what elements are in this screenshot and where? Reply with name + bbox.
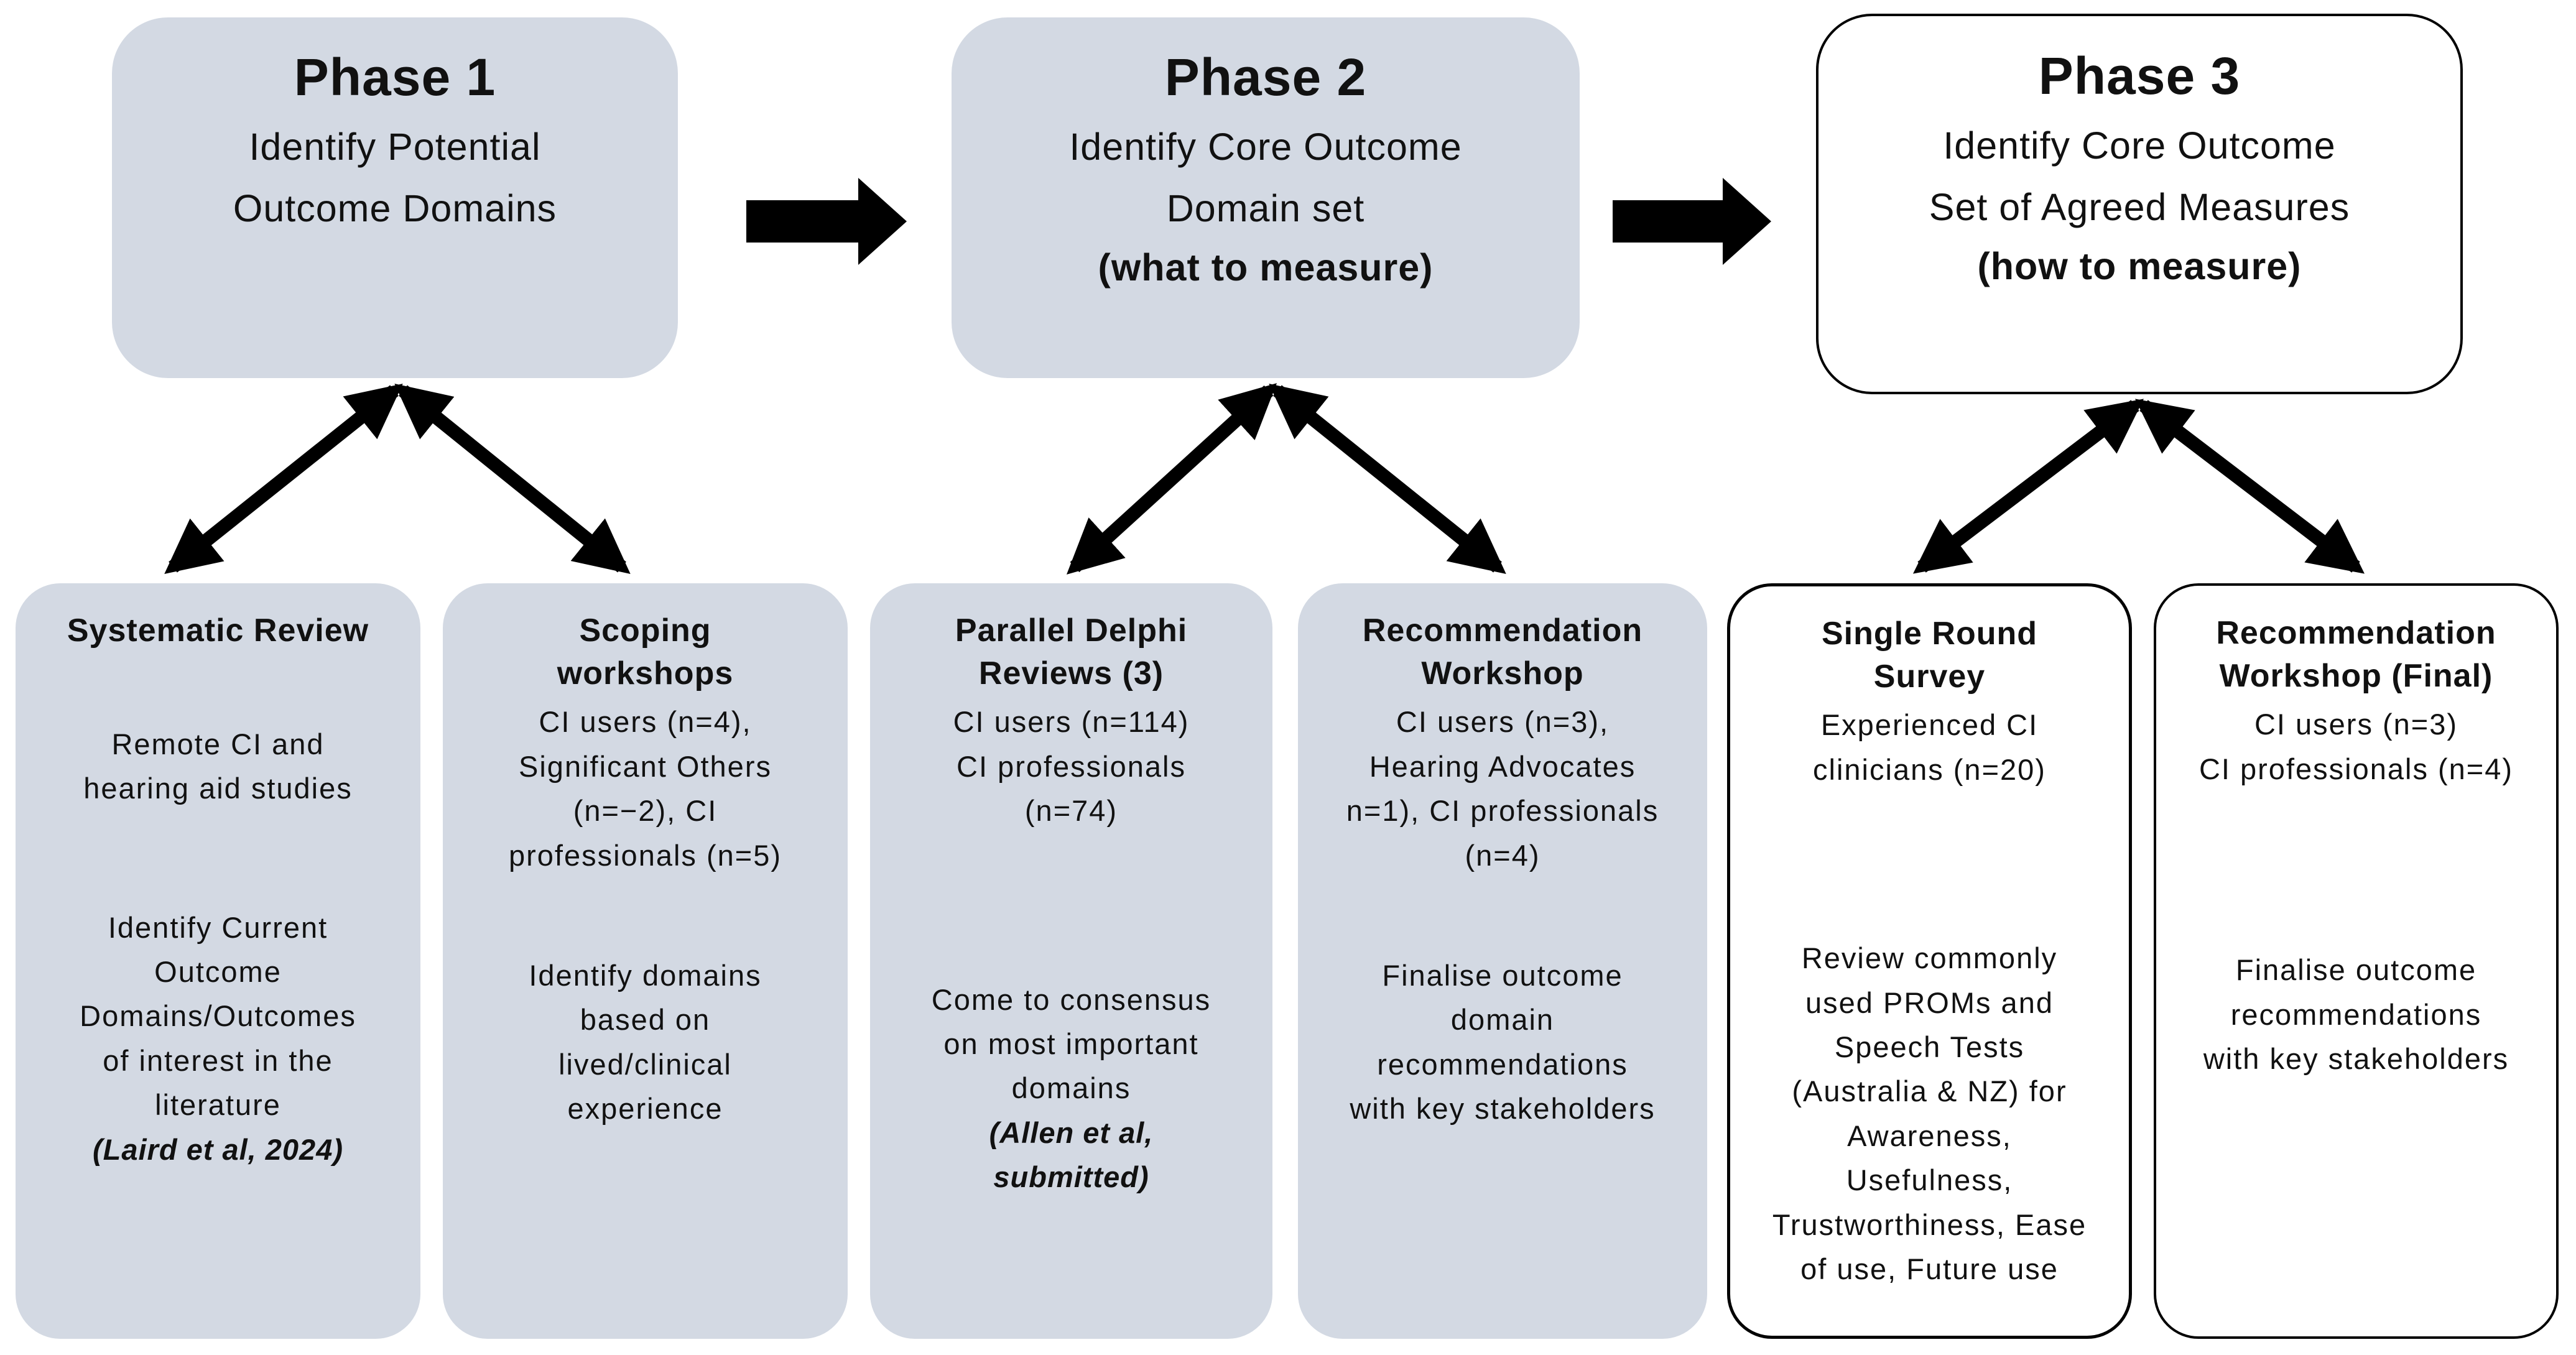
activity-single-round-survey: Single Round Survey Experienced CI clini… (1727, 583, 2132, 1339)
activity-citation: (Laird et al, 2024) (93, 1132, 343, 1166)
phase-3-subtitle: Identify Core Outcome Set of Agreed Meas… (1929, 124, 2350, 228)
phase-3-box: Phase 3 Identify Core Outcome Set of Agr… (1816, 14, 2463, 394)
phase-3-title: Phase 3 (2038, 47, 2241, 105)
phase-2-subtitle: Identify Core Outcome Domain set (1069, 126, 1462, 229)
activity-description: Finalise outcome domain recommendations … (1350, 959, 1656, 1126)
activity-participants: Remote CI and hearing aid studies (83, 727, 353, 805)
double-arrow-icon (1912, 399, 2144, 574)
activity-participants: CI users (n=114) CI professionals (n=74) (953, 705, 1190, 828)
phase-3-note: (how to measure) (1977, 244, 2302, 287)
activity-participants: Experienced CI clinicians (n=20) (1813, 708, 2046, 786)
double-arrow-icon (394, 383, 631, 575)
right-arrow-icon (746, 178, 907, 265)
activity-participants: CI users (n=4), Significant Others (n=−2… (508, 705, 782, 872)
activity-citation: (Allen et al, submitted) (989, 1116, 1154, 1194)
phase-2-title: Phase 2 (1164, 48, 1367, 106)
activity-description: Come to consensus on most important doma… (931, 983, 1212, 1105)
activity-participants: CI users (n=3), Hearing Advocates n=1), … (1346, 705, 1659, 872)
activity-systematic-review: Systematic Review Remote CI and hearing … (16, 583, 420, 1339)
activity-description: Review commonly used PROMs and Speech Te… (1772, 941, 2087, 1286)
phase-1-box: Phase 1 Identify Potential Outcome Domai… (112, 17, 678, 378)
activity-title: Recommendation Workshop (1362, 613, 1643, 691)
activity-parallel-delphi-reviews: Parallel Delphi Reviews (3) CI users (n=… (870, 583, 1272, 1339)
phase-1-subtitle: Identify Potential Outcome Domains (233, 126, 557, 229)
double-arrow-icon (1066, 383, 1277, 575)
double-arrow-icon (2135, 399, 2365, 574)
double-arrow-icon (1269, 383, 1506, 575)
activity-title: Scoping workshops (557, 613, 734, 691)
phase-2-note: (what to measure) (1098, 246, 1434, 289)
activity-participants: CI users (n=3) CI professionals (n=4) (2198, 708, 2514, 785)
double-arrow-icon (164, 384, 403, 574)
right-arrow-icon (1613, 178, 1771, 265)
activity-recommendation-workshop: Recommendation Workshop CI users (n=3), … (1298, 583, 1707, 1339)
activity-title: Single Round Survey (1821, 616, 2038, 695)
activity-description: Finalise outcome recommendations with ke… (2203, 953, 2509, 1075)
activity-description: Identify Current Outcome Domains/Outcome… (80, 910, 356, 1122)
activity-title: Systematic Review (67, 613, 369, 649)
phase-2-box: Phase 2 Identify Core Outcome Domain set… (952, 17, 1580, 378)
activity-title: Recommendation Workshop (Final) (2216, 615, 2496, 694)
activity-recommendation-workshop-final: Recommendation Workshop (Final) CI users… (2154, 583, 2559, 1339)
activity-title: Parallel Delphi Reviews (3) (955, 613, 1188, 691)
activity-description: Identify domains based on lived/clinical… (529, 959, 762, 1126)
activity-scoping-workshops: Scoping workshops CI users (n=4), Signif… (443, 583, 848, 1339)
phase-1-title: Phase 1 (294, 48, 496, 106)
